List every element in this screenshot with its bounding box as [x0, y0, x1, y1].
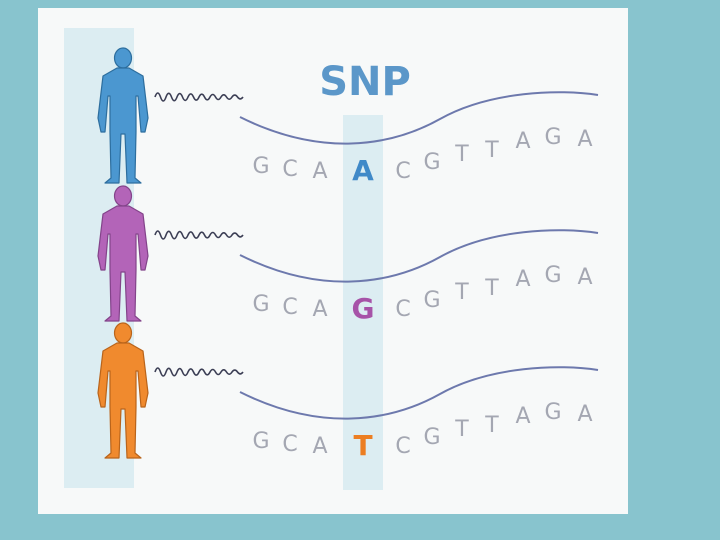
sequence-base: A [312, 159, 327, 184]
person-blue-icon [97, 47, 149, 184]
sequence-base: C [395, 159, 410, 184]
sequence-base: A [577, 402, 592, 427]
sequence-base: A [312, 434, 327, 459]
snp-variant-base: A [352, 154, 374, 187]
sequence-base: G [252, 429, 269, 454]
dna-strand [239, 91, 599, 145]
sequence-base: A [515, 267, 530, 292]
sequence-base: G [544, 125, 561, 150]
sequence-base: T [454, 417, 469, 442]
sequence-base: A [515, 404, 530, 429]
sequence-base: G [252, 154, 269, 179]
sequence-base: C [282, 295, 297, 320]
snp-variant-base: T [353, 429, 372, 462]
sequence-base: T [484, 276, 499, 301]
dna-helix-icon [154, 230, 244, 240]
snp-variant-base: G [352, 292, 375, 325]
sequence-base: T [484, 138, 499, 163]
sequence-base: C [282, 432, 297, 457]
person-purple-icon [97, 185, 149, 322]
diagram-title: SNP [319, 59, 411, 105]
snp-highlight-band [343, 115, 383, 490]
sequence-base: G [423, 288, 440, 313]
dna-helix-icon [154, 367, 244, 377]
sequence-base: A [577, 127, 592, 152]
sequence-base: C [395, 297, 410, 322]
dna-strand [239, 229, 599, 283]
sequence-base: G [544, 400, 561, 425]
sequence-base: A [515, 129, 530, 154]
sequence-base: G [544, 263, 561, 288]
sequence-base: T [484, 413, 499, 438]
sequence-base: G [252, 292, 269, 317]
sequence-base: C [282, 157, 297, 182]
sequence-base: A [312, 297, 327, 322]
dna-strand [239, 366, 599, 420]
sequence-base: T [454, 142, 469, 167]
sequence-base: G [423, 425, 440, 450]
sequence-base: C [395, 434, 410, 459]
sequence-base: G [423, 150, 440, 175]
sequence-base: T [454, 280, 469, 305]
person-orange-icon [97, 322, 149, 459]
dna-helix-icon [154, 92, 244, 102]
sequence-base: A [577, 265, 592, 290]
